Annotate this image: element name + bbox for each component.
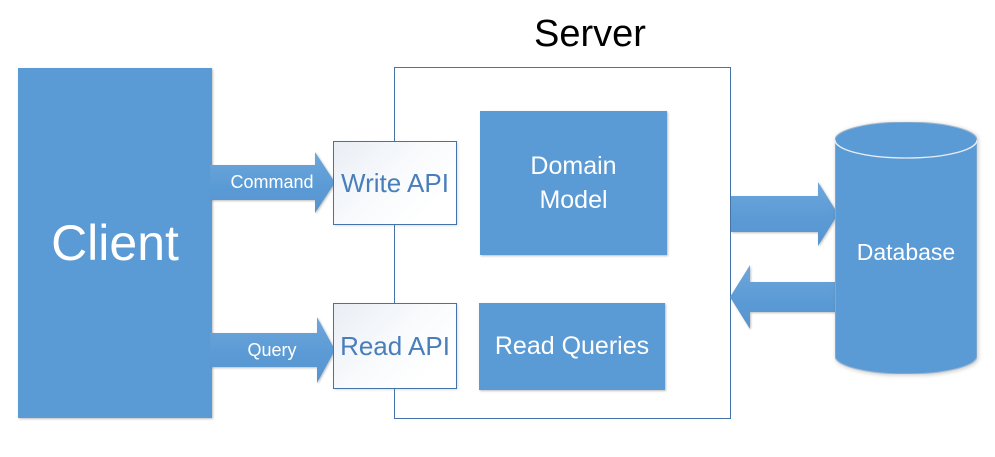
server-title: Server bbox=[534, 13, 646, 55]
read-api-label: Read API bbox=[340, 330, 450, 361]
database-cylinder-icon bbox=[835, 122, 977, 374]
client-label: Client bbox=[51, 215, 179, 271]
database-label: Database bbox=[856, 239, 956, 265]
command-arrow bbox=[210, 152, 335, 213]
read-api-node: Read API bbox=[333, 303, 457, 389]
read-queries-label: Read Queries bbox=[494, 332, 650, 360]
write-api-label: Write API bbox=[341, 167, 449, 198]
domain-model-node: Domain Model bbox=[480, 111, 667, 255]
query-arrow bbox=[210, 317, 335, 383]
write-api-node: Write API bbox=[333, 141, 457, 225]
domain-model-label-line2: Model bbox=[539, 186, 608, 214]
domain-model-label-line1: Domain bbox=[530, 152, 617, 180]
server-container-box bbox=[394, 67, 731, 419]
server-to-database-arrow bbox=[731, 182, 838, 246]
command-arrow-label: Command bbox=[230, 172, 314, 192]
query-arrow-label: Query bbox=[247, 340, 297, 360]
read-queries-node: Read Queries bbox=[479, 303, 665, 390]
database-to-server-arrow bbox=[730, 265, 837, 329]
client-node: Client bbox=[18, 68, 212, 418]
